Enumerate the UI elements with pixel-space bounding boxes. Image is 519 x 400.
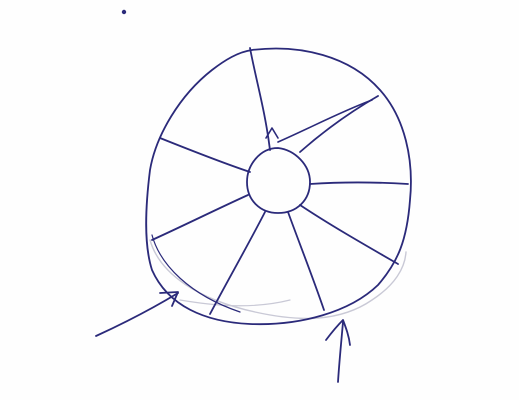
arrow-lower-left-shaft	[96, 293, 178, 336]
spoke-top-left	[160, 138, 250, 172]
arrow-bottom	[326, 320, 350, 382]
spoke-bottom	[288, 212, 324, 310]
wheel-spokes	[152, 48, 408, 314]
wheel-back-rim	[150, 240, 406, 318]
arrow-bottom-head	[326, 320, 350, 345]
ink-dot	[122, 10, 126, 14]
faint-arrow-ghost	[180, 300, 290, 306]
spoke-top-right	[300, 96, 378, 152]
arrow-lower-left	[96, 292, 178, 336]
spoke-left	[152, 195, 248, 240]
arrow-bottom-shaft	[338, 322, 343, 382]
spoke-bottom-left	[210, 212, 265, 314]
wheel-hub	[247, 148, 310, 213]
spoke-bottom-right	[300, 205, 398, 264]
spoke-top	[250, 48, 270, 150]
spoke-top-right-2	[278, 100, 372, 142]
spoke-right	[310, 183, 408, 185]
